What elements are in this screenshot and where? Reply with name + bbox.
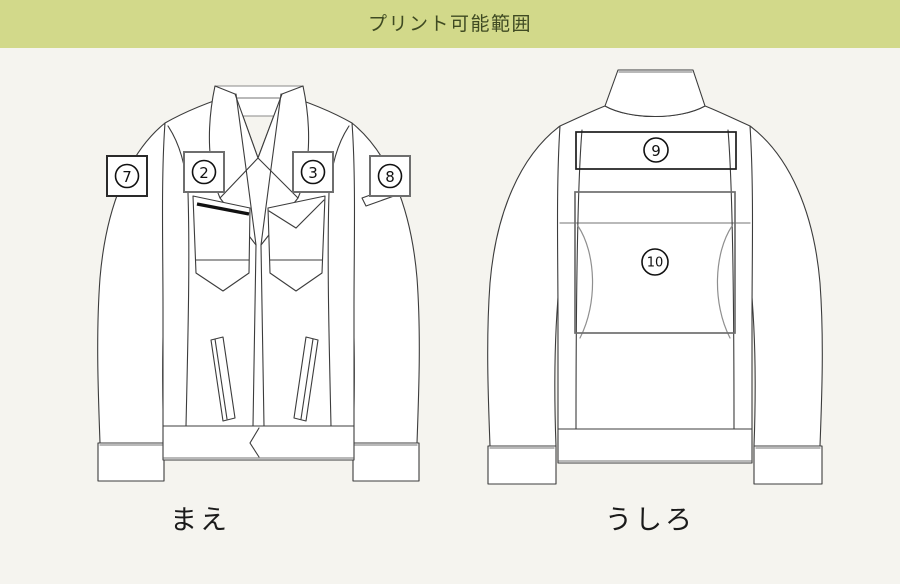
back-right-action-pleat [716,225,733,339]
marker-7-number: 7 [122,168,132,186]
front-view-svg: 7 2 3 8 [97,85,420,482]
front-hem-center-notch [249,427,260,458]
marker-3[interactable]: 3 [292,151,334,193]
back-right-sleeve [749,125,823,447]
marker-10[interactable]: 10 [574,191,736,334]
marker-8[interactable]: 8 [369,155,411,197]
marker-9-circle [643,137,669,163]
marker-9-area [575,131,737,170]
front-left-hand-pocket [210,336,236,422]
marker-10-area [574,191,736,334]
marker-3-box [292,151,334,193]
jacket-back-illustration: 9 10 [450,48,860,508]
marker-9[interactable]: 9 [575,131,737,170]
front-left-roll-line [235,93,257,246]
page-title: プリント可能範囲 [367,12,532,35]
front-left-cuff [97,442,165,482]
front-right-roll-line [260,93,282,246]
back-view-svg: 9 10 [487,69,823,485]
caption-front: まえ [170,505,230,536]
front-body [161,93,356,427]
back-left-sleeve [487,125,561,447]
marker-2-number: 2 [199,164,209,182]
front-left-hand-pocket-line [214,338,228,420]
marker-3-number: 3 [308,164,318,182]
front-right-armhole-seam [327,192,332,427]
marker-3-circle [300,159,326,185]
front-left-chest-pocket-zipper [196,202,250,216]
header-band: プリント可能範囲 [0,0,900,48]
jacket-front-illustration: 7 2 3 8 [60,48,460,508]
back-hem-band [557,428,753,464]
marker-8-number: 8 [385,168,395,186]
marker-8-circle [377,163,403,189]
back-right-armhole-seam [727,129,735,430]
front-hem-band [162,425,355,461]
figures-container: 7 2 3 8 [0,48,900,584]
marker-10-number: 10 [647,256,664,271]
marker-7-circle [114,163,140,189]
front-right-hand-pocket [293,336,319,422]
marker-2-circle [191,159,217,185]
front-right-cuff [352,442,420,482]
front-right-chest-pocket-flap [268,199,325,229]
back-left-action-pleat [577,225,594,339]
marker-7[interactable]: 7 [106,155,148,197]
caption-back: うしろ [605,505,695,536]
front-center-placket-left [252,244,257,427]
marker-10-circle [641,248,669,276]
marker-9-number: 9 [651,142,661,160]
front-right-hand-pocket-line [300,338,314,420]
back-left-armhole-seam [575,129,583,430]
back-left-cuff [487,445,557,485]
front-left-armhole-seam [185,192,190,427]
marker-8-box [369,155,411,197]
back-right-cuff [753,445,823,485]
front-right-chest-pocket [267,195,326,292]
marker-2[interactable]: 2 [183,151,225,193]
back-collar [604,69,706,117]
marker-7-box [106,155,148,197]
front-center-placket-right [260,244,265,427]
marker-2-box [183,151,225,193]
